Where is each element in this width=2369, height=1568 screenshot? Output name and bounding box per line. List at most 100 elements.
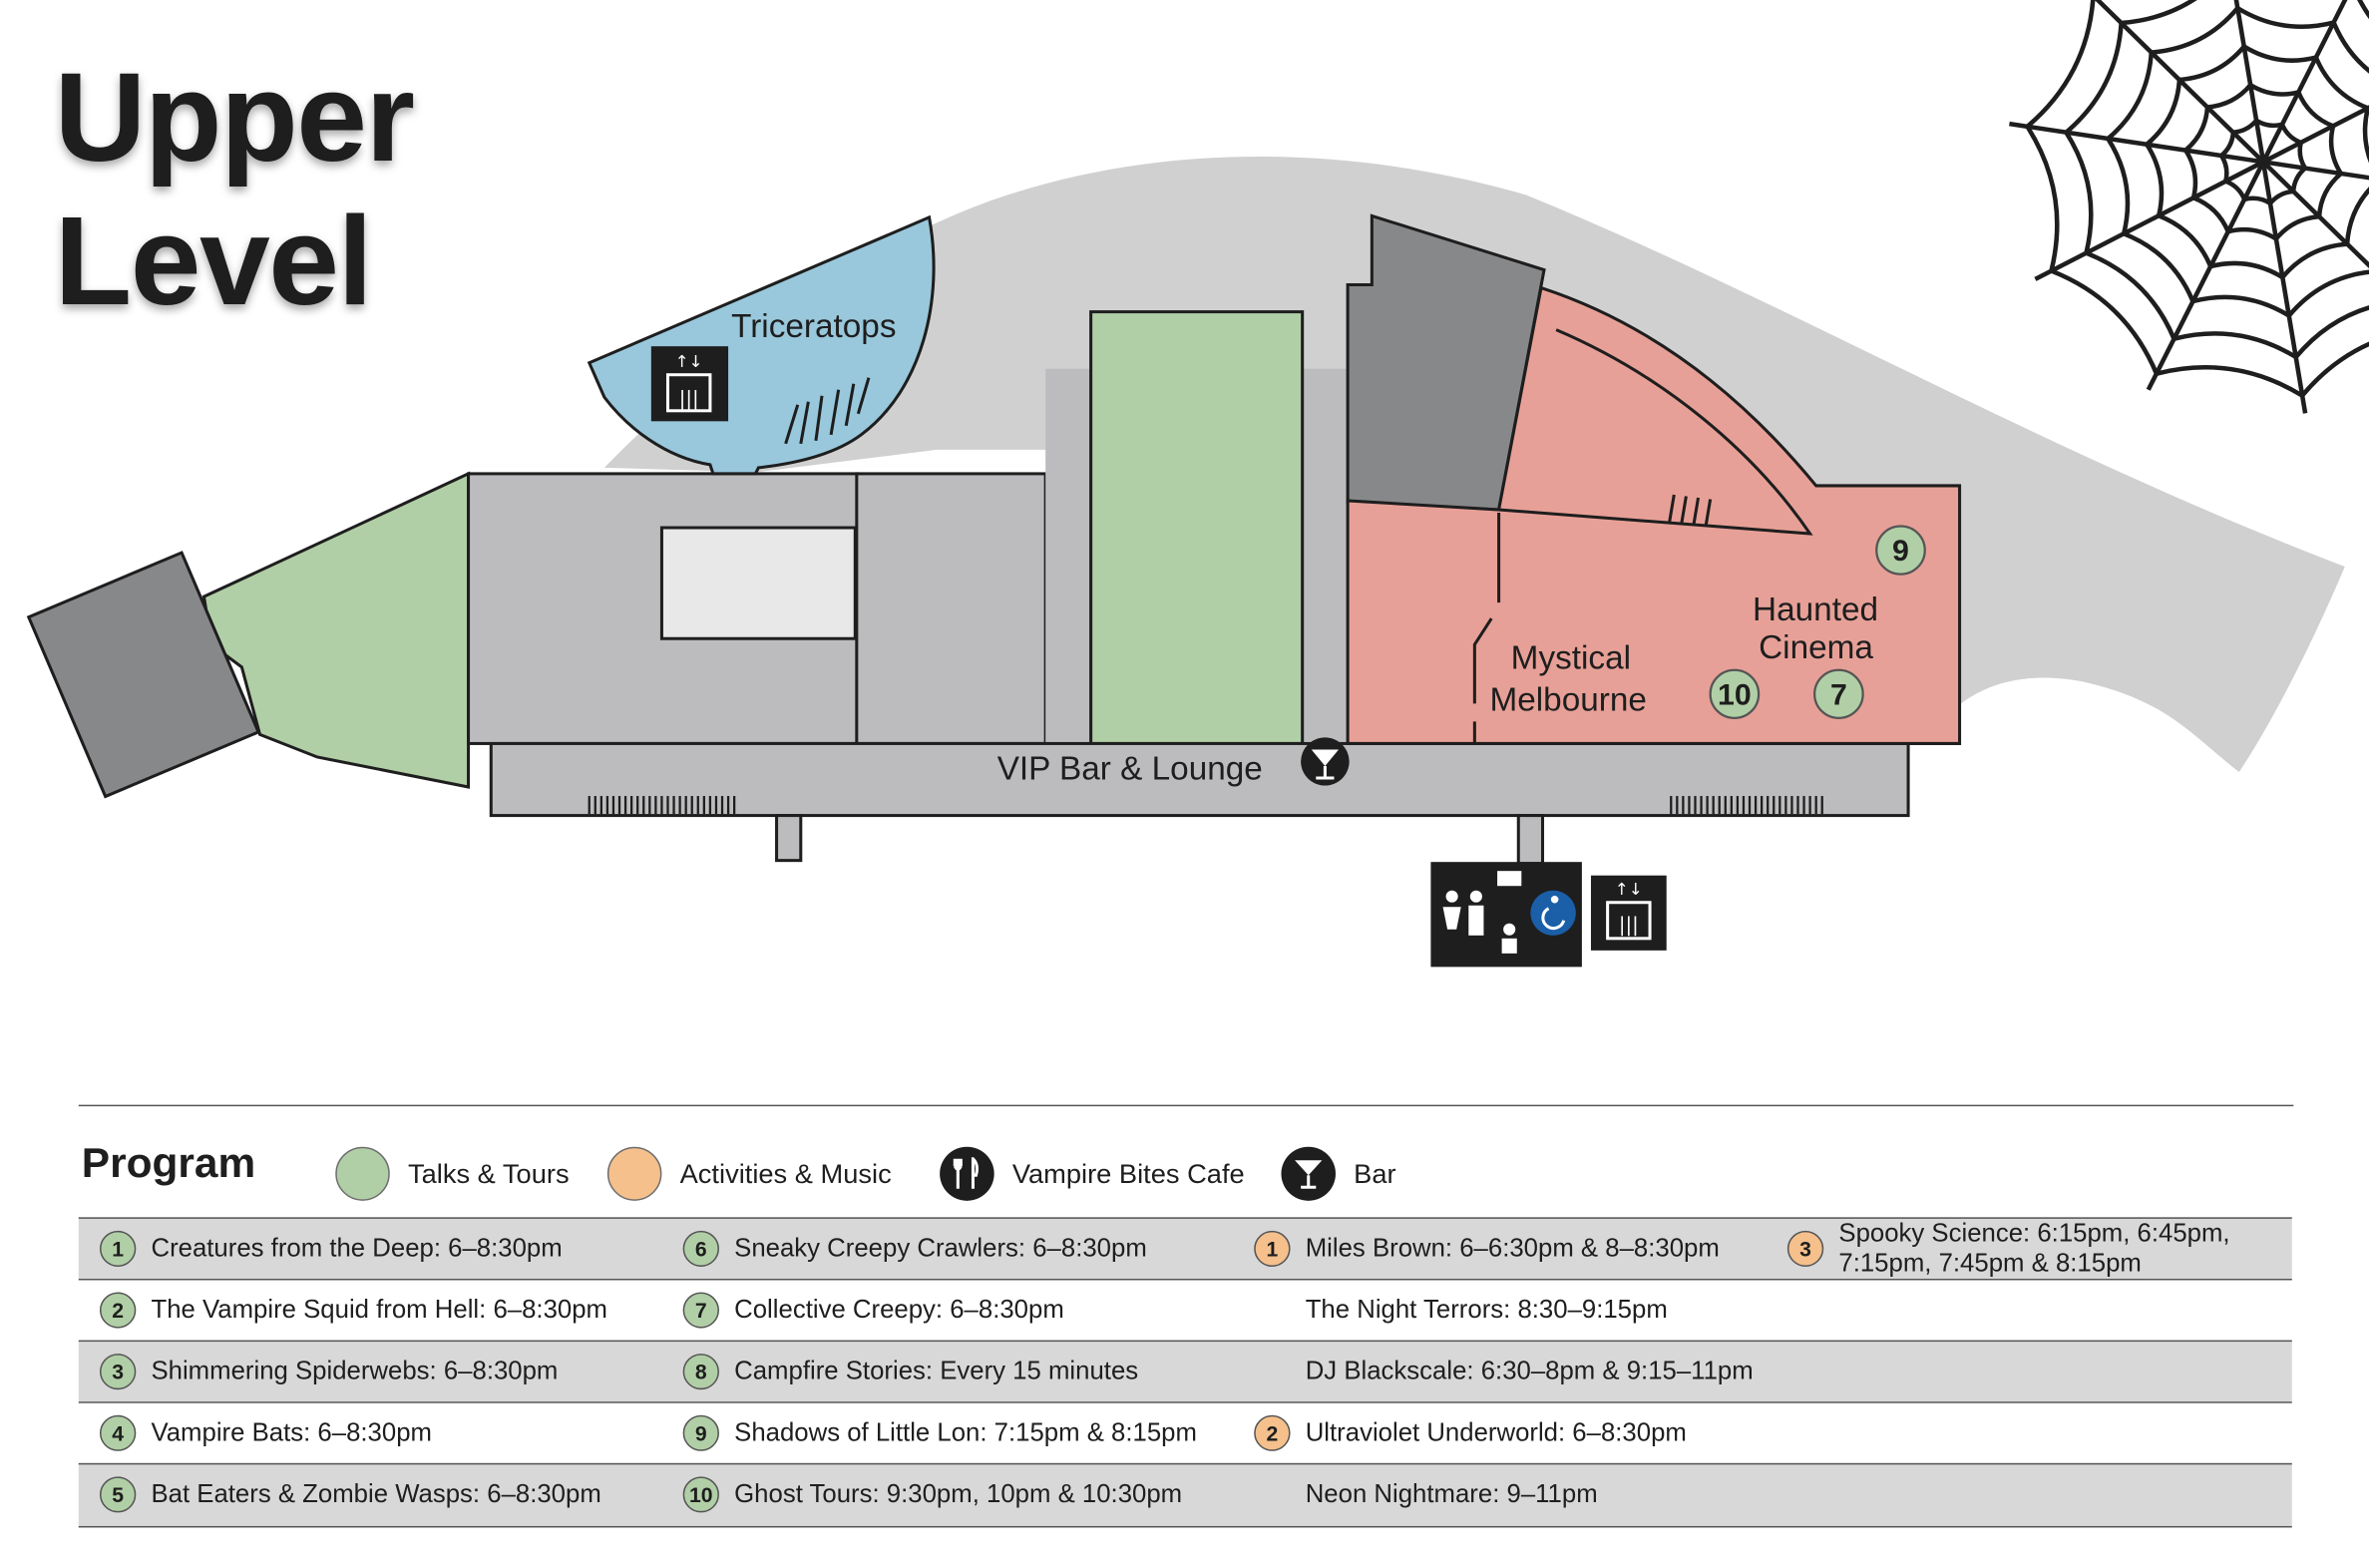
spider-web-icon: [2009, 0, 2369, 414]
legend-talks: Talks & Tours: [335, 1146, 570, 1201]
lift-icon: ↑↓ |||: [650, 346, 729, 422]
program-marker[interactable]: 10: [1709, 668, 1761, 720]
program-badge: 2: [99, 1292, 137, 1329]
program-entry-text: Ghost Tours: 9:30pm, 10pm & 10:30pm: [734, 1479, 1183, 1509]
program-badge: 9: [682, 1414, 719, 1451]
program-badge: 3: [99, 1354, 137, 1390]
corridor-south-east: [1516, 814, 1545, 866]
program-entry-text: Bat Eaters & Zombie Wasps: 6–8:30pm: [151, 1479, 601, 1509]
program-entry: DJ Blackscale: 6:30–8pm & 9:15–11pm: [1254, 1342, 1754, 1401]
program-badge: 5: [99, 1476, 137, 1513]
haunted-label-line2: Cinema: [1759, 629, 1873, 666]
program-badge: 8: [682, 1354, 719, 1390]
program-entry-text: Sneaky Creepy Crawlers: 6–8:30pm: [734, 1233, 1147, 1263]
program-entry: 2 The Vampire Squid from Hell: 6–8:30pm: [99, 1280, 608, 1340]
svg-text:|||: |||: [1619, 913, 1639, 936]
legend-bar: Bar: [1281, 1146, 1396, 1201]
program-entry: 9 Shadows of Little Lon: 7:15pm & 8:15pm: [682, 1403, 1197, 1463]
mystical-partition: [1472, 512, 1501, 744]
program-entry-text: Spooky Science: 6:15pm, 6:45pm, 7:15pm, …: [1838, 1218, 2230, 1278]
table-row: 3 Shimmering Spiderwebs: 6–8:30pm 8 Campfir…: [78, 1340, 2292, 1402]
cafe-icon: [940, 1146, 994, 1201]
program-entry: 2 Ultraviolet Underworld: 6–8:30pm: [1254, 1403, 1687, 1463]
title-line1: Upper: [54, 46, 416, 188]
baby-change-icon: [1497, 871, 1522, 954]
haunted-zone: [1346, 285, 1962, 745]
mystical-label-line2: Melbourne: [1489, 681, 1646, 718]
program-entry-text: Shadows of Little Lon: 7:15pm & 8:15pm: [734, 1417, 1197, 1447]
program-badge: 4: [99, 1414, 137, 1451]
table-row: 5 Bat Eaters & Zombie Wasps: 6–8:30pm 10 Gh…: [78, 1462, 2292, 1527]
activities-swatch: [606, 1146, 662, 1201]
program-badge: 7: [682, 1292, 719, 1329]
legend-activities-label: Activities & Music: [679, 1157, 892, 1189]
page-title: Upper Level: [54, 45, 416, 333]
program-entry: 4 Vampire Bats: 6–8:30pm: [99, 1403, 432, 1463]
floor-map: Triceratops VIP Bar & Lounge Mystical Me…: [26, 0, 2369, 968]
accessible-icon: [1530, 890, 1576, 936]
program-title: Program: [81, 1139, 256, 1186]
program-entry-text: Creatures from the Deep: 6–8:30pm: [151, 1233, 563, 1263]
program-entry: 7 Collective Creepy: 6–8:30pm: [682, 1280, 1064, 1340]
program-entry-text: Collective Creepy: 6–8:30pm: [734, 1295, 1064, 1325]
program-entry-text: The Vampire Squid from Hell: 6–8:30pm: [151, 1295, 608, 1325]
program-entry-text: Ultraviolet Underworld: 6–8:30pm: [1305, 1417, 1687, 1447]
bar-icon: [1301, 737, 1350, 786]
marker-number: 10: [1718, 678, 1752, 711]
west-block: [26, 551, 261, 799]
program-badge: 10: [682, 1476, 719, 1513]
program-entry: The Night Terrors: 8:30–9:15pm: [1254, 1280, 1668, 1340]
talks-zone-west: [201, 471, 471, 789]
svg-text:↑↓: ↑↓: [675, 352, 703, 371]
program-entry-text: Vampire Bats: 6–8:30pm: [151, 1417, 432, 1447]
legend-cafe-label: Vampire Bites Cafe: [1011, 1157, 1245, 1189]
haunted-label-line1: Haunted: [1753, 591, 1878, 628]
vip-bar-label: VIP Bar & Lounge: [997, 751, 1263, 788]
program-entry-text: Campfire Stories: Every 15 minutes: [734, 1357, 1139, 1385]
talks-zone-gallery: [1089, 310, 1305, 745]
stairs-icon: [1668, 494, 1713, 527]
program-entry: 8 Campfire Stories: Every 15 minutes: [682, 1342, 1139, 1401]
corridor-south-west: [775, 814, 803, 863]
stairs-icon: [784, 377, 871, 445]
legend-bar-label: Bar: [1354, 1157, 1396, 1189]
table-row: 4 Vampire Bats: 6–8:30pm 9 Shadows of Littl…: [78, 1401, 2292, 1463]
program-entry: 5 Bat Eaters & Zombie Wasps: 6–8:30pm: [99, 1464, 601, 1525]
program-entry: 1 Miles Brown: 6–6:30pm & 8–8:30pm: [1254, 1219, 1720, 1279]
program-entry: 1 Creatures from the Deep: 6–8:30pm: [99, 1219, 563, 1279]
marker-number: 7: [1830, 678, 1847, 711]
program-entry-text: DJ Blackscale: 6:30–8pm & 9:15–11pm: [1305, 1357, 1754, 1385]
program-entry: Neon Nightmare: 9–11pm: [1254, 1464, 1598, 1525]
marker-number: 9: [1892, 535, 1909, 568]
program-entry-text: Shimmering Spiderwebs: 6–8:30pm: [151, 1357, 559, 1385]
bar-icon: [1281, 1146, 1336, 1201]
program-marker[interactable]: 7: [1813, 668, 1864, 720]
program-entry-text: Neon Nightmare: 9–11pm: [1305, 1479, 1598, 1509]
program-entry-text: The Night Terrors: 8:30–9:15pm: [1305, 1295, 1668, 1325]
title-line2: Level: [54, 190, 373, 332]
program-badge: 1: [1254, 1230, 1291, 1267]
program-badge: 2: [1254, 1414, 1291, 1451]
legend-activities: Activities & Music: [606, 1146, 892, 1201]
legend-cafe: Vampire Bites Cafe: [940, 1146, 1245, 1201]
east-hall: [855, 472, 1047, 745]
svg-text:|||: |||: [679, 387, 699, 410]
svg-text:↑↓: ↑↓: [1615, 880, 1643, 899]
program-entry: 10 Ghost Tours: 9:30pm, 10pm & 10:30pm: [682, 1464, 1183, 1525]
stairs-icon: [1670, 796, 1823, 815]
triceratops-label: Triceratops: [731, 308, 896, 345]
lift-icon: ↑↓ |||: [1590, 875, 1667, 951]
legend-talks-label: Talks & Tours: [407, 1157, 570, 1189]
atrium-void: [659, 526, 857, 640]
program-marker[interactable]: 9: [1875, 525, 1926, 576]
program-entry-text: Miles Brown: 6–6:30pm & 8–8:30pm: [1305, 1233, 1720, 1263]
mystical-label-line1: Mystical: [1511, 639, 1631, 676]
talks-swatch: [335, 1146, 390, 1201]
screen-room: [1498, 328, 1813, 536]
program-badge: 1: [99, 1230, 137, 1267]
